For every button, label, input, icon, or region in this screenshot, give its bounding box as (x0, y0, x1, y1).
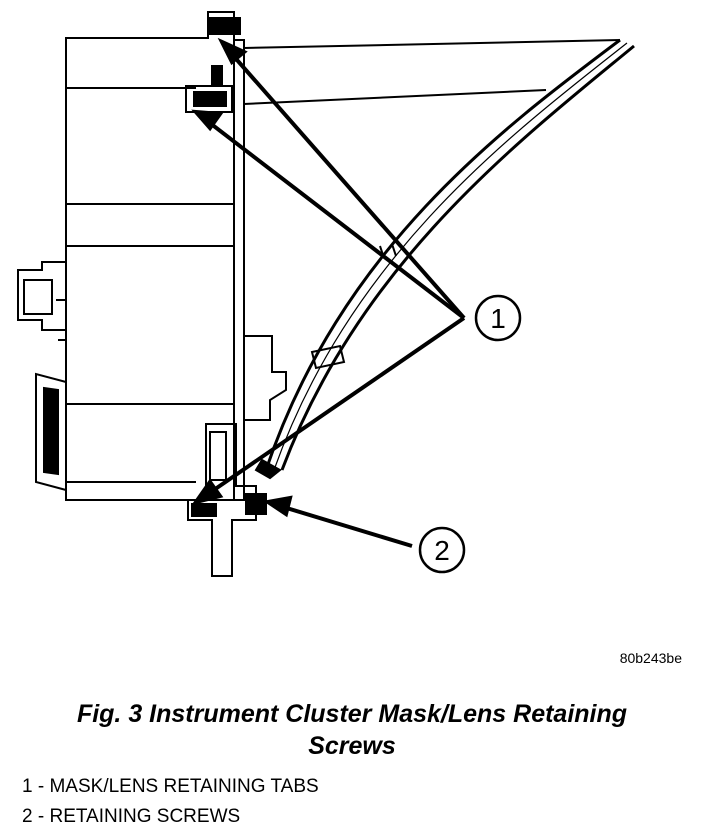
caption-line-2: Screws (308, 732, 396, 760)
legend-text: RETAINING SCREWS (49, 806, 241, 827)
figure-code: 80b243be (619, 650, 682, 666)
callout-2: 2 (418, 526, 466, 574)
svg-text:2: 2 (434, 535, 450, 566)
callout-1: 1 (474, 294, 522, 342)
legend-separator: - (32, 806, 50, 827)
figure-caption: Fig. 3 Instrument Cluster Mask/Lens Reta… (0, 698, 704, 762)
retaining-screw (245, 493, 267, 515)
leader-line-1b (204, 118, 466, 320)
lens-outer (264, 38, 621, 471)
leader-line-2 (279, 504, 413, 548)
legend-item-2: 2 - RETAINING SCREWS (22, 802, 319, 832)
lower-bracket (187, 423, 257, 577)
cluster-diagram: 1 2 (17, 11, 635, 577)
left-connector (17, 261, 66, 331)
lens-inner (280, 44, 635, 471)
callout-legend: 1 - MASK/LENS RETAINING TABS 2 - RETAINI… (22, 772, 319, 832)
legend-separator: - (32, 776, 50, 797)
legend-number: 1 (22, 776, 33, 797)
leader-line-1a (228, 50, 466, 320)
legend-text: MASK/LENS RETAINING TABS (49, 776, 319, 797)
legend-item-1: 1 - MASK/LENS RETAINING TABS (22, 772, 319, 802)
caption-line-1: Fig. 3 Instrument Cluster Mask/Lens Reta… (76, 700, 628, 728)
leader-line-1c (206, 316, 466, 496)
top-retaining-tab (209, 17, 241, 35)
lower-left-clip (35, 372, 67, 491)
svg-text:1: 1 (490, 303, 506, 334)
legend-number: 2 (22, 806, 33, 827)
